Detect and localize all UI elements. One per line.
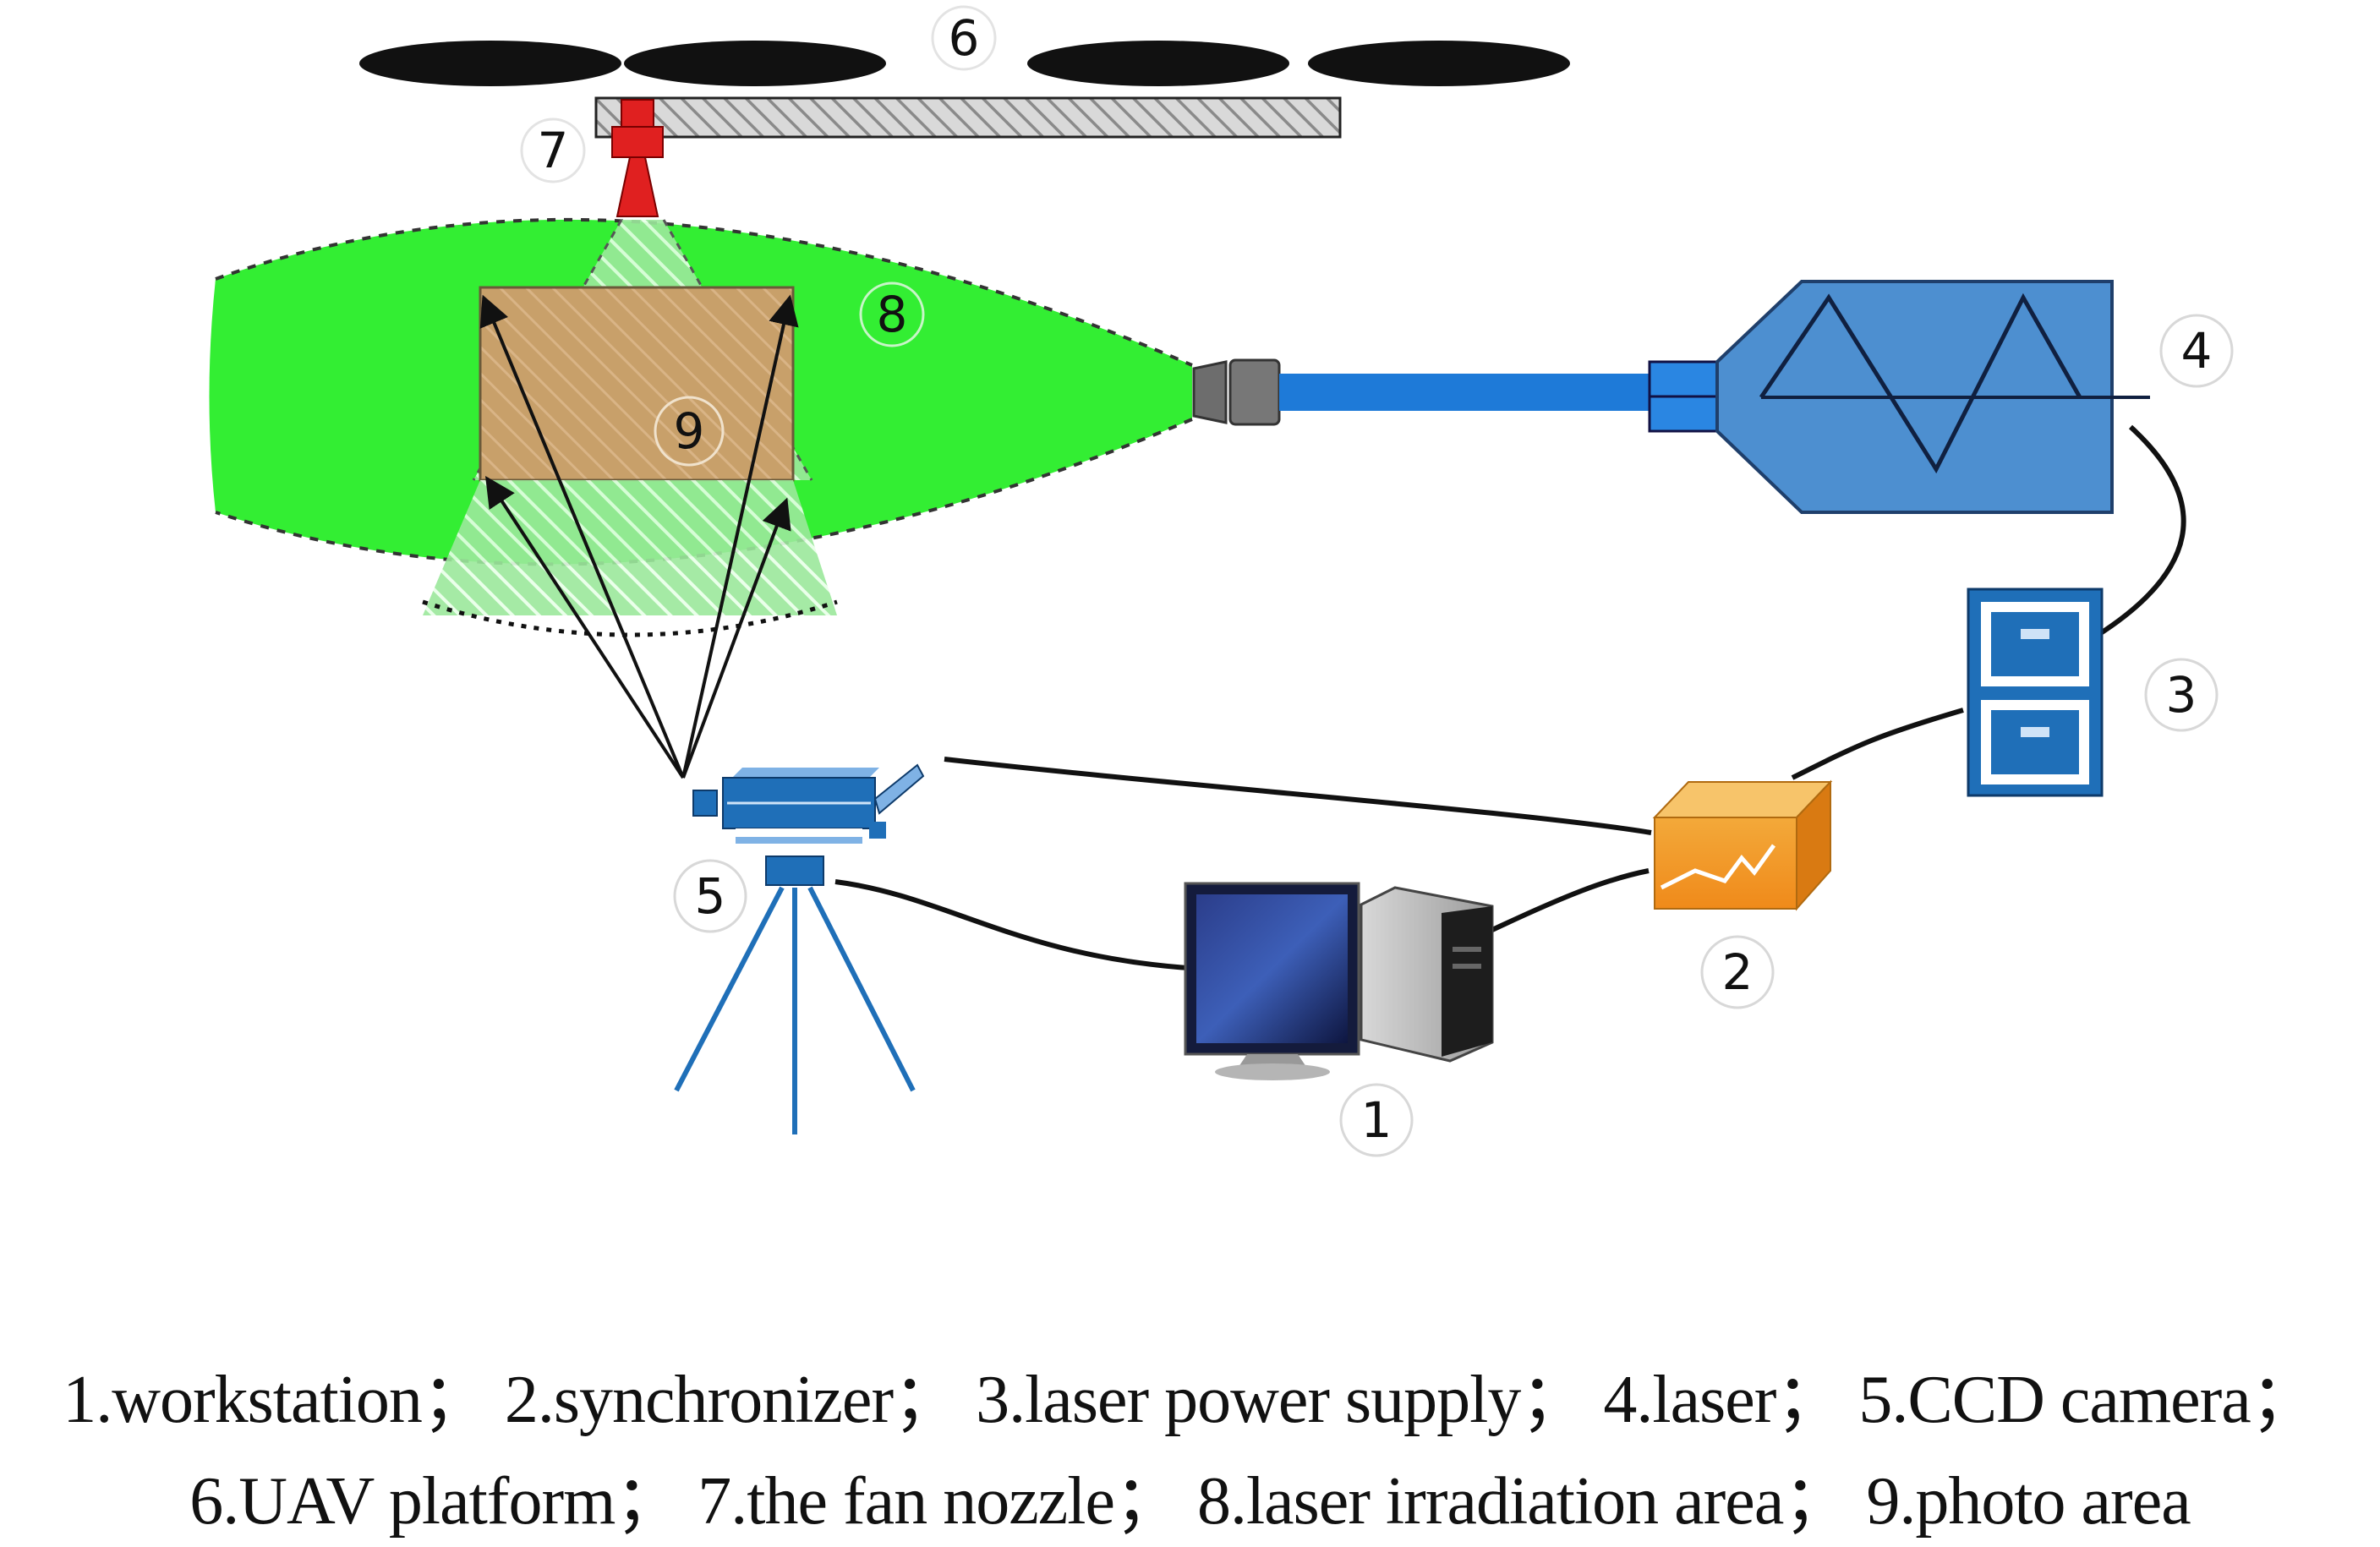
laser-tube bbox=[1279, 374, 1650, 411]
label-synchronizer: 2 bbox=[1722, 943, 1754, 1001]
ccd-camera bbox=[674, 763, 925, 1134]
caption-line-2: 6.UAV platform； 7.the fan nozzle； 8.lase… bbox=[189, 1464, 2191, 1539]
label-laser-irradiation-area: 8 bbox=[877, 286, 908, 343]
label-ccd-camera: 5 bbox=[695, 867, 726, 925]
tripod-head bbox=[765, 855, 824, 886]
label-laser: 4 bbox=[2181, 322, 2213, 380]
propeller-icon bbox=[1027, 41, 1289, 86]
cables bbox=[834, 424, 2186, 970]
cable-tripod-to-monitor bbox=[834, 879, 1189, 970]
uav-platform bbox=[359, 41, 1570, 139]
propeller-icon bbox=[359, 41, 621, 86]
laser bbox=[1192, 280, 2150, 514]
component-number-labels: 6 7 8 9 4 3 2 1 5 bbox=[520, 5, 2234, 1157]
synchronizer bbox=[1652, 779, 1833, 911]
propeller-icon bbox=[624, 41, 886, 86]
tripod bbox=[674, 886, 916, 1134]
signal-wave-icon bbox=[1660, 844, 1776, 890]
laser-area-boundary bbox=[215, 217, 1193, 566]
label-fan-nozzle: 7 bbox=[538, 122, 569, 179]
laser-coil-icon bbox=[1759, 292, 2082, 474]
cable-power-to-sync bbox=[1791, 708, 1964, 780]
caption-line-1: 1.workstation； 2.synchronizer； 3.laser p… bbox=[63, 1363, 2318, 1437]
label-uav-platform: 6 bbox=[949, 9, 980, 67]
cable-laser-to-power bbox=[2095, 424, 2186, 638]
cable-tower-to-sync bbox=[1491, 868, 1650, 932]
label-photo-area: 9 bbox=[674, 402, 705, 460]
label-laser-power-supply: 3 bbox=[2166, 666, 2197, 724]
camera-lens bbox=[692, 790, 718, 817]
laser-power-supply bbox=[1967, 588, 2104, 797]
photo-area bbox=[479, 286, 795, 482]
camera-view-arrows bbox=[479, 294, 799, 779]
laser-lens-holder bbox=[1228, 358, 1281, 426]
propeller-icon bbox=[1308, 41, 1570, 86]
uav-arm bbox=[594, 96, 1342, 139]
workstation bbox=[1184, 882, 1494, 1080]
camera-field-of-view bbox=[423, 480, 837, 615]
cable-camera-to-sync bbox=[944, 757, 1652, 835]
fan-nozzle bbox=[611, 99, 664, 217]
laser-lens bbox=[1192, 360, 1228, 424]
label-workstation: 1 bbox=[1361, 1091, 1392, 1149]
